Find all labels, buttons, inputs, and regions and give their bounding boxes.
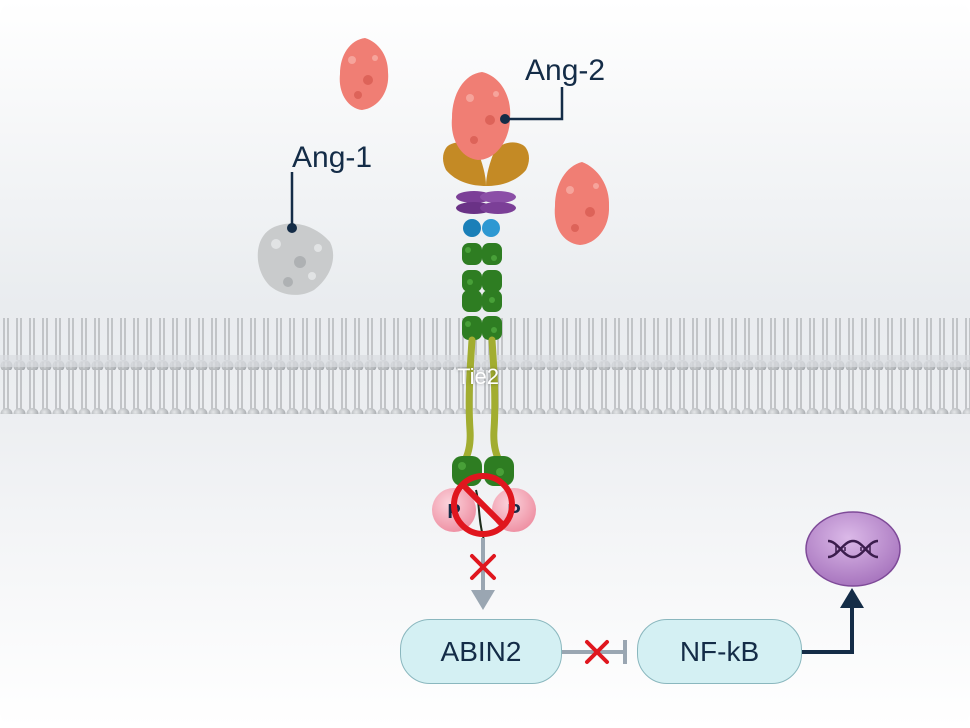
ang1-label: Ang-1 xyxy=(292,141,373,174)
red-x-icon xyxy=(470,554,496,580)
ang1-protein xyxy=(257,223,334,295)
blocked-signal-arrow xyxy=(470,538,496,610)
ang2-leader-line xyxy=(500,87,564,124)
ang2-label: Ang-2 xyxy=(525,54,606,87)
nucleus xyxy=(805,511,901,587)
no-symbol-icon xyxy=(451,473,515,537)
red-x-icon xyxy=(585,640,609,664)
nfkb-to-nucleus-arrow xyxy=(802,588,864,654)
dna-icon xyxy=(827,539,879,559)
abin2-node: ABIN2 xyxy=(400,619,562,684)
tie2-receptor xyxy=(443,72,529,486)
tie2-label: Tie2 xyxy=(457,364,499,389)
ang1-leader-line xyxy=(287,172,297,233)
nfkb-node: NF-kB xyxy=(637,619,802,684)
ang2-protein-right xyxy=(554,162,610,245)
ang2-protein-top xyxy=(339,38,389,110)
inhibition-connector xyxy=(562,640,627,664)
